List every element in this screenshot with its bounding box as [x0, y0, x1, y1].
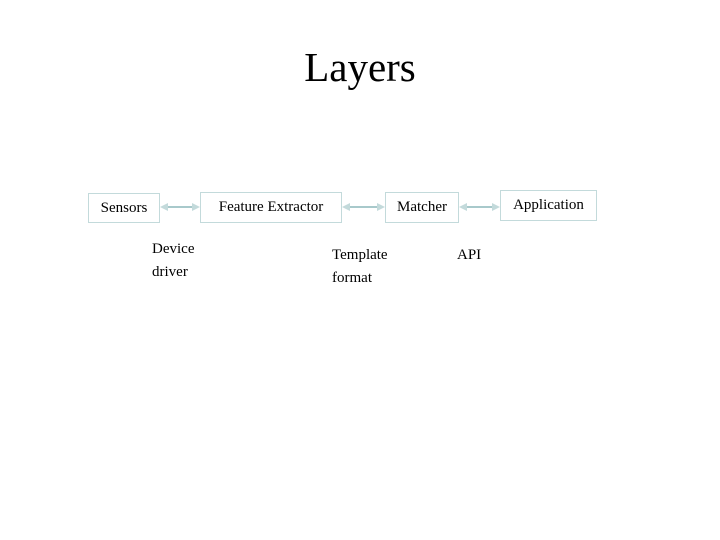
diagram-box-sensors-label: Sensors: [100, 199, 148, 216]
double-arrow-icon-feature-matcher: [342, 200, 385, 214]
page-title: Layers: [304, 44, 416, 90]
diagram-box-sensors[interactable]: Sensors: [88, 193, 160, 223]
diagram-box-application[interactable]: Application: [500, 190, 597, 221]
double-arrow-icon-matcher-application: [459, 200, 500, 214]
sub-label-template-format: Template format: [332, 247, 388, 286]
double-arrow-icon-sensors-feature: [160, 200, 200, 214]
diagram-box-feature-extractor[interactable]: Feature Extractor: [200, 192, 342, 223]
diagram-box-matcher-label: Matcher: [397, 199, 447, 215]
diagram-box-feature-extractor-label: Feature Extractor: [218, 199, 324, 215]
sub-label-device-driver: Device driver: [152, 241, 195, 280]
diagram-box-application-label: Application: [513, 197, 584, 213]
sub-label-api: API: [457, 247, 482, 263]
diagram-box-matcher[interactable]: Matcher: [385, 192, 459, 223]
